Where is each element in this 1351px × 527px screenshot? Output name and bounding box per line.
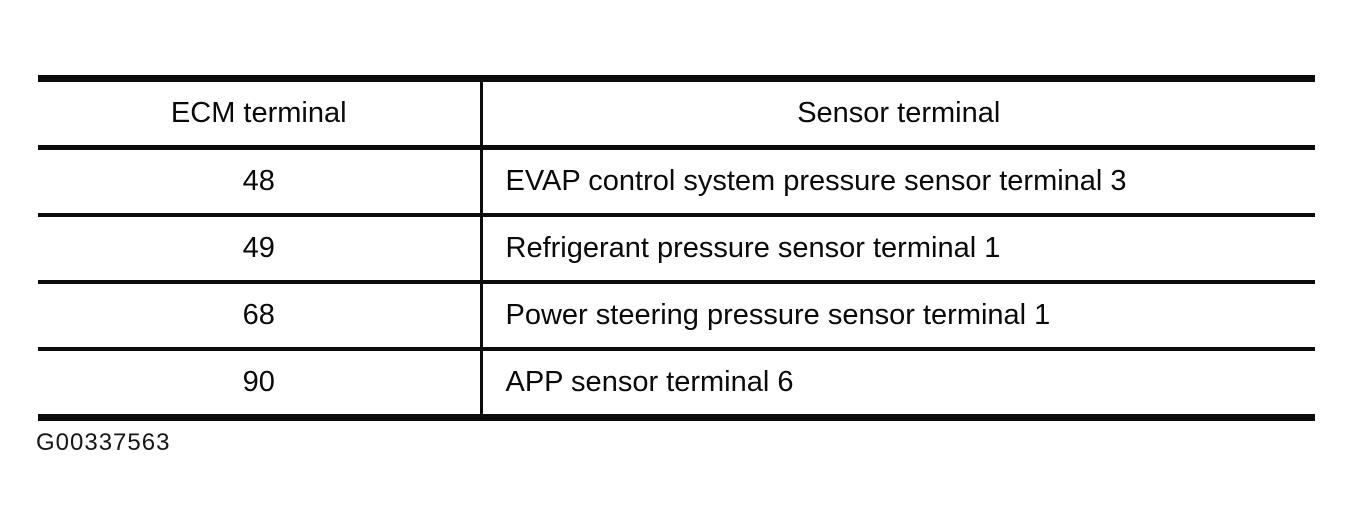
sensor-terminal-cell: Refrigerant pressure sensor terminal 1	[481, 215, 1315, 284]
table-row: 68 Power steering pressure sensor termin…	[38, 282, 1315, 351]
ecm-terminal-cell: 90	[38, 349, 483, 418]
sensor-terminal-cell: APP sensor terminal 6	[505, 366, 794, 398]
ecm-terminal-cell: 48	[38, 147, 483, 217]
terminal-mapping-table-wrap: ECM terminal Sensor terminal 48 EVAP con…	[38, 75, 1315, 421]
sensor-terminal-cell: Power steering pressure sensor terminal …	[481, 282, 1315, 351]
figure-code: G00337563	[36, 429, 171, 456]
ecm-terminal-cell: 49	[38, 215, 483, 284]
table-row: 48 EVAP control system pressure sensor t…	[38, 147, 1315, 217]
sensor-terminal-cell: EVAP control system pressure sensor term…	[481, 147, 1315, 217]
table-header-row: ECM terminal Sensor terminal	[38, 78, 1315, 150]
terminal-mapping-table: ECM terminal Sensor terminal 48 EVAP con…	[38, 75, 1315, 421]
ecm-terminal-cell: 68	[38, 282, 483, 351]
table-row: 49 Refrigerant pressure sensor terminal …	[38, 215, 1315, 284]
column-header-ecm-terminal: ECM terminal	[38, 78, 483, 150]
table-row: 90 APP sensor terminal 6	[38, 349, 1315, 418]
column-header-sensor-terminal: Sensor terminal	[481, 78, 1315, 150]
